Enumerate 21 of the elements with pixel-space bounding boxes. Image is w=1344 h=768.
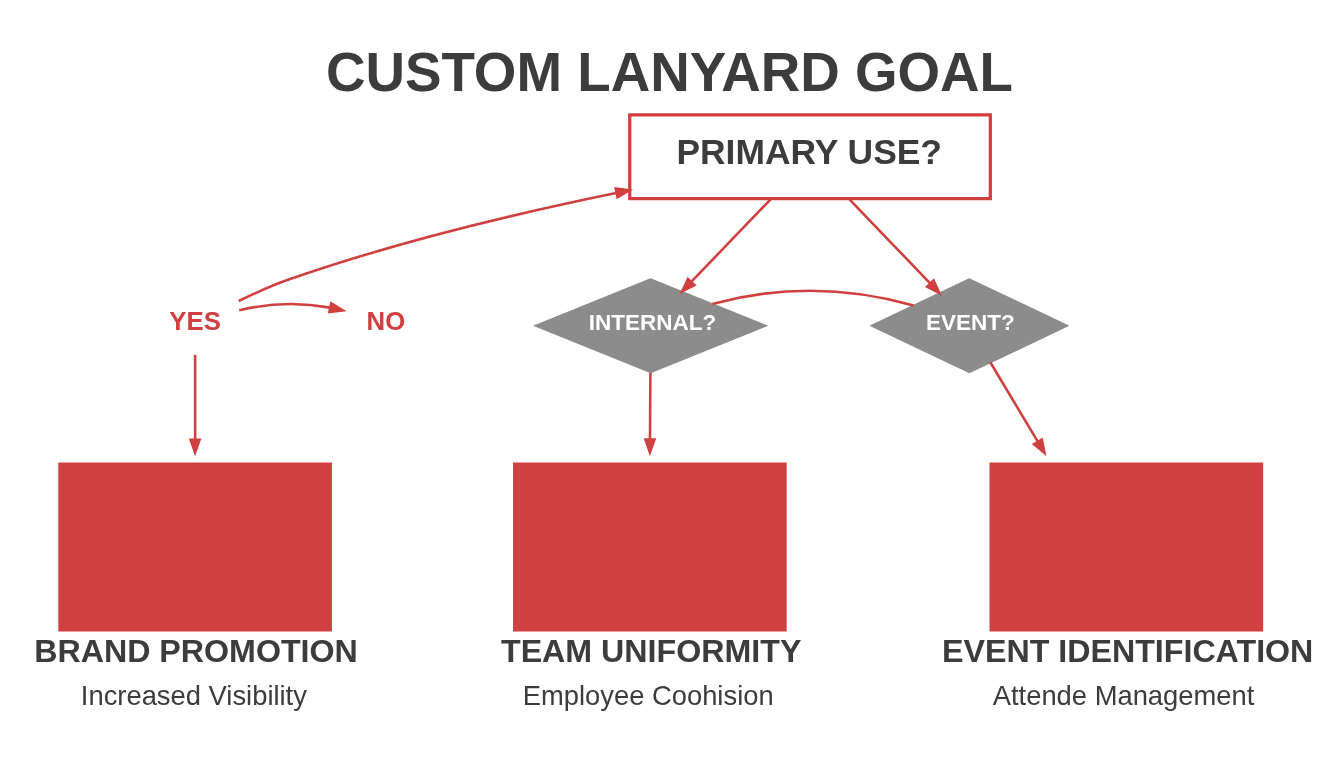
node-box: PRIMARY USE? [628, 112, 992, 200]
node-text: YES [169, 306, 221, 335]
node-label: EVENT IDENTIFICATION [942, 632, 1314, 669]
arrow [679, 197, 772, 294]
node-label: Employee Coohision [522, 679, 774, 711]
connector [712, 288, 914, 307]
node-text: NO [366, 306, 406, 335]
node-box [989, 462, 1264, 632]
node-label: Increased Visibility [80, 679, 307, 711]
arrow [188, 354, 202, 456]
arrow [643, 372, 657, 456]
node-label: TEAM UNIFORMITY [500, 632, 802, 669]
arrow [239, 300, 347, 314]
arrow [848, 197, 942, 296]
node-box [58, 462, 332, 632]
arrow [989, 361, 1047, 456]
node-box [513, 462, 787, 632]
arrow [238, 186, 634, 302]
node-label: BRAND PROMOTION [34, 632, 358, 669]
diagram-title: CUSTOM LANYARD GOAL [325, 40, 1013, 103]
node-label: Attende Management [992, 679, 1255, 711]
